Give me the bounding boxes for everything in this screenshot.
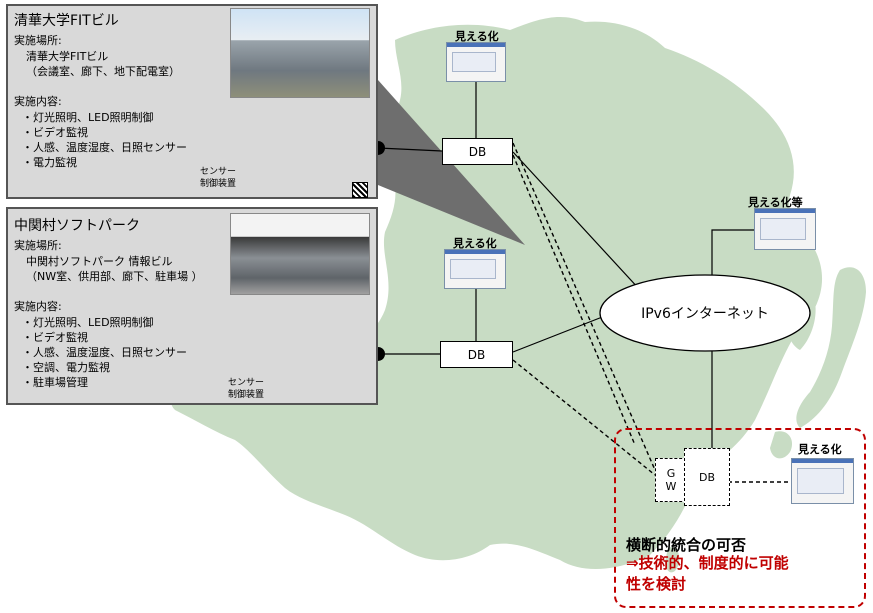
network-lines — [475, 75, 758, 448]
site1-sensor-label: センサー 制御装置 — [200, 167, 237, 189]
map-japan — [796, 267, 866, 428]
qr-icon — [352, 182, 368, 198]
integration-detail: ⇒技術的、制度的に可能 性を検討 — [626, 554, 789, 593]
site2-title: 中関村ソフトパーク — [14, 218, 140, 234]
db-node-1: DB — [442, 138, 513, 165]
vis-thumb-3 — [754, 208, 816, 250]
site1-panel: 清華大学FITビル 実施場所: 清華大学FITビル （会議室、廊下、地下配電室）… — [6, 4, 378, 199]
dashed-links — [512, 142, 790, 483]
site1-content-label: 実施内容: — [14, 95, 62, 108]
site2-content-label: 実施内容: — [14, 300, 62, 313]
db-node-2: DB — [440, 341, 513, 368]
site1-location-label: 実施場所: — [14, 34, 62, 47]
vis-label-4: 見える化 — [798, 443, 842, 456]
gw-node: G W — [655, 458, 687, 502]
site2-sensor-label: センサー 制御装置 — [228, 378, 265, 400]
site1-title: 清華大学FITビル — [14, 13, 119, 29]
vis-label-1: 見える化 — [455, 30, 499, 43]
site2-items: ・灯光照明、LED照明制御 ・ビデオ監視 ・人感、温度湿度、日照センサー ・空調… — [22, 316, 187, 389]
map-kyushu — [770, 431, 793, 459]
vis-thumb-4 — [791, 458, 854, 504]
site1-building-photo — [230, 8, 370, 98]
site1-items: ・灯光照明、LED照明制御 ・ビデオ監視 ・人感、温度湿度、日照センサー ・電力… — [22, 111, 187, 169]
vis-label-2: 見える化 — [453, 237, 497, 250]
site2-location: 中関村ソフトパーク 情報ビル （NW室、供用部、廊下、駐車場 ） — [26, 255, 203, 283]
map-taiwan — [665, 547, 680, 573]
site1-location: 清華大学FITビル （会議室、廊下、地下配電室） — [26, 50, 180, 78]
site2-panel: 中関村ソフトパーク 実施場所: 中関村ソフトパーク 情報ビル （NW室、供用部、… — [6, 207, 378, 405]
vis-thumb-1 — [446, 42, 506, 82]
db-node-3: DB — [684, 448, 730, 506]
integration-box — [614, 428, 866, 608]
map-china — [171, 16, 823, 570]
site2-location-label: 実施場所: — [14, 239, 62, 252]
vis-label-3: 見える化等 — [748, 196, 803, 209]
vis-thumb-2 — [444, 249, 506, 289]
site2-building-photo — [230, 213, 370, 295]
integration-headline: 横断的統合の可否 — [626, 536, 747, 554]
internet-label: IPv6インターネット — [641, 306, 769, 322]
